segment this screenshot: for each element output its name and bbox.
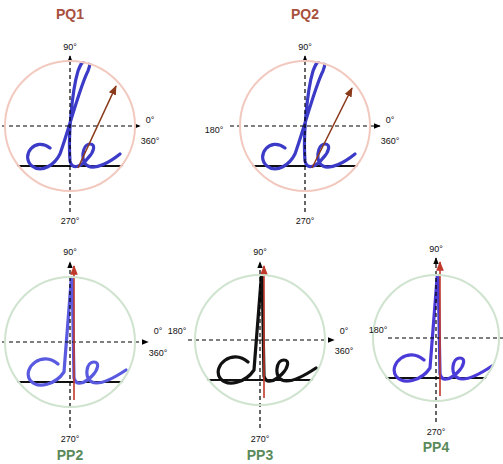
direction-arrow — [73, 266, 75, 400]
sample-title: PP2 — [57, 448, 83, 462]
angle-label: 90° — [298, 43, 312, 52]
angle-label: 0° — [340, 327, 349, 336]
horizontal-axis — [2, 125, 140, 126]
sample-title: PQ2 — [291, 7, 319, 21]
sample-circle: PP390°180°0°360°270° — [194, 274, 326, 406]
angle-label: 90° — [63, 248, 77, 257]
angle-label: 0° — [386, 116, 395, 125]
handwriting-stroke — [394, 266, 492, 381]
sample-circle: PP490°180°270° — [372, 274, 500, 402]
sample-circle: PP290°0°360°270° — [4, 276, 136, 408]
angle-label: 360° — [141, 137, 160, 146]
angle-label: 180° — [168, 327, 187, 336]
sample-figure — [2, 56, 140, 212]
vertical-axis — [435, 258, 436, 422]
circle-outline — [4, 60, 136, 192]
angle-label: 360° — [381, 137, 400, 146]
angle-label: 360° — [149, 349, 168, 358]
horizontal-axis — [188, 339, 334, 340]
horizontal-axis — [388, 337, 503, 338]
vertical-axis — [259, 262, 260, 428]
handwriting-stroke — [263, 59, 355, 169]
direction-arrow — [263, 266, 265, 398]
direction-arrow — [78, 86, 116, 168]
sample-figure — [188, 262, 334, 428]
angle-label: 270° — [61, 217, 80, 226]
sample-title: PP4 — [423, 440, 449, 454]
sample-circle: PQ290°180°0°360°270° — [239, 60, 371, 192]
circle-outline — [4, 276, 136, 408]
angle-label: 270° — [427, 428, 446, 437]
sample-figure — [230, 56, 380, 212]
sample-figure — [2, 262, 148, 428]
angle-label: 360° — [335, 347, 354, 356]
sample-figure — [372, 258, 503, 422]
vertical-axis — [304, 56, 305, 212]
angle-label: 180° — [369, 326, 388, 335]
vertical-axis — [69, 56, 70, 212]
handwriting-stroke — [218, 268, 316, 383]
sample-title: PP3 — [247, 448, 273, 462]
direction-arrow — [439, 262, 441, 396]
circle-outline — [239, 60, 371, 192]
circle-outline — [194, 274, 326, 406]
baseline — [194, 379, 326, 381]
sample-circle: PQ190°0°360°270° — [4, 60, 136, 192]
sample-title: PQ1 — [56, 7, 84, 21]
angle-label: 0° — [146, 116, 155, 125]
angle-label: 0° — [154, 327, 163, 336]
handwriting-stroke — [28, 270, 126, 385]
angle-label: 270° — [296, 217, 315, 226]
angle-label: 270° — [251, 435, 270, 444]
handwriting-stroke — [28, 59, 120, 169]
direction-arrow — [312, 88, 352, 168]
horizontal-axis — [230, 125, 380, 126]
angle-label: 90° — [429, 245, 443, 254]
circle-outline — [372, 274, 500, 402]
horizontal-axis — [2, 341, 148, 342]
angle-label: 90° — [253, 248, 267, 257]
vertical-axis — [69, 262, 70, 428]
angle-label: 270° — [61, 435, 80, 444]
angle-label: 90° — [63, 43, 77, 52]
angle-label: 180° — [205, 126, 224, 135]
